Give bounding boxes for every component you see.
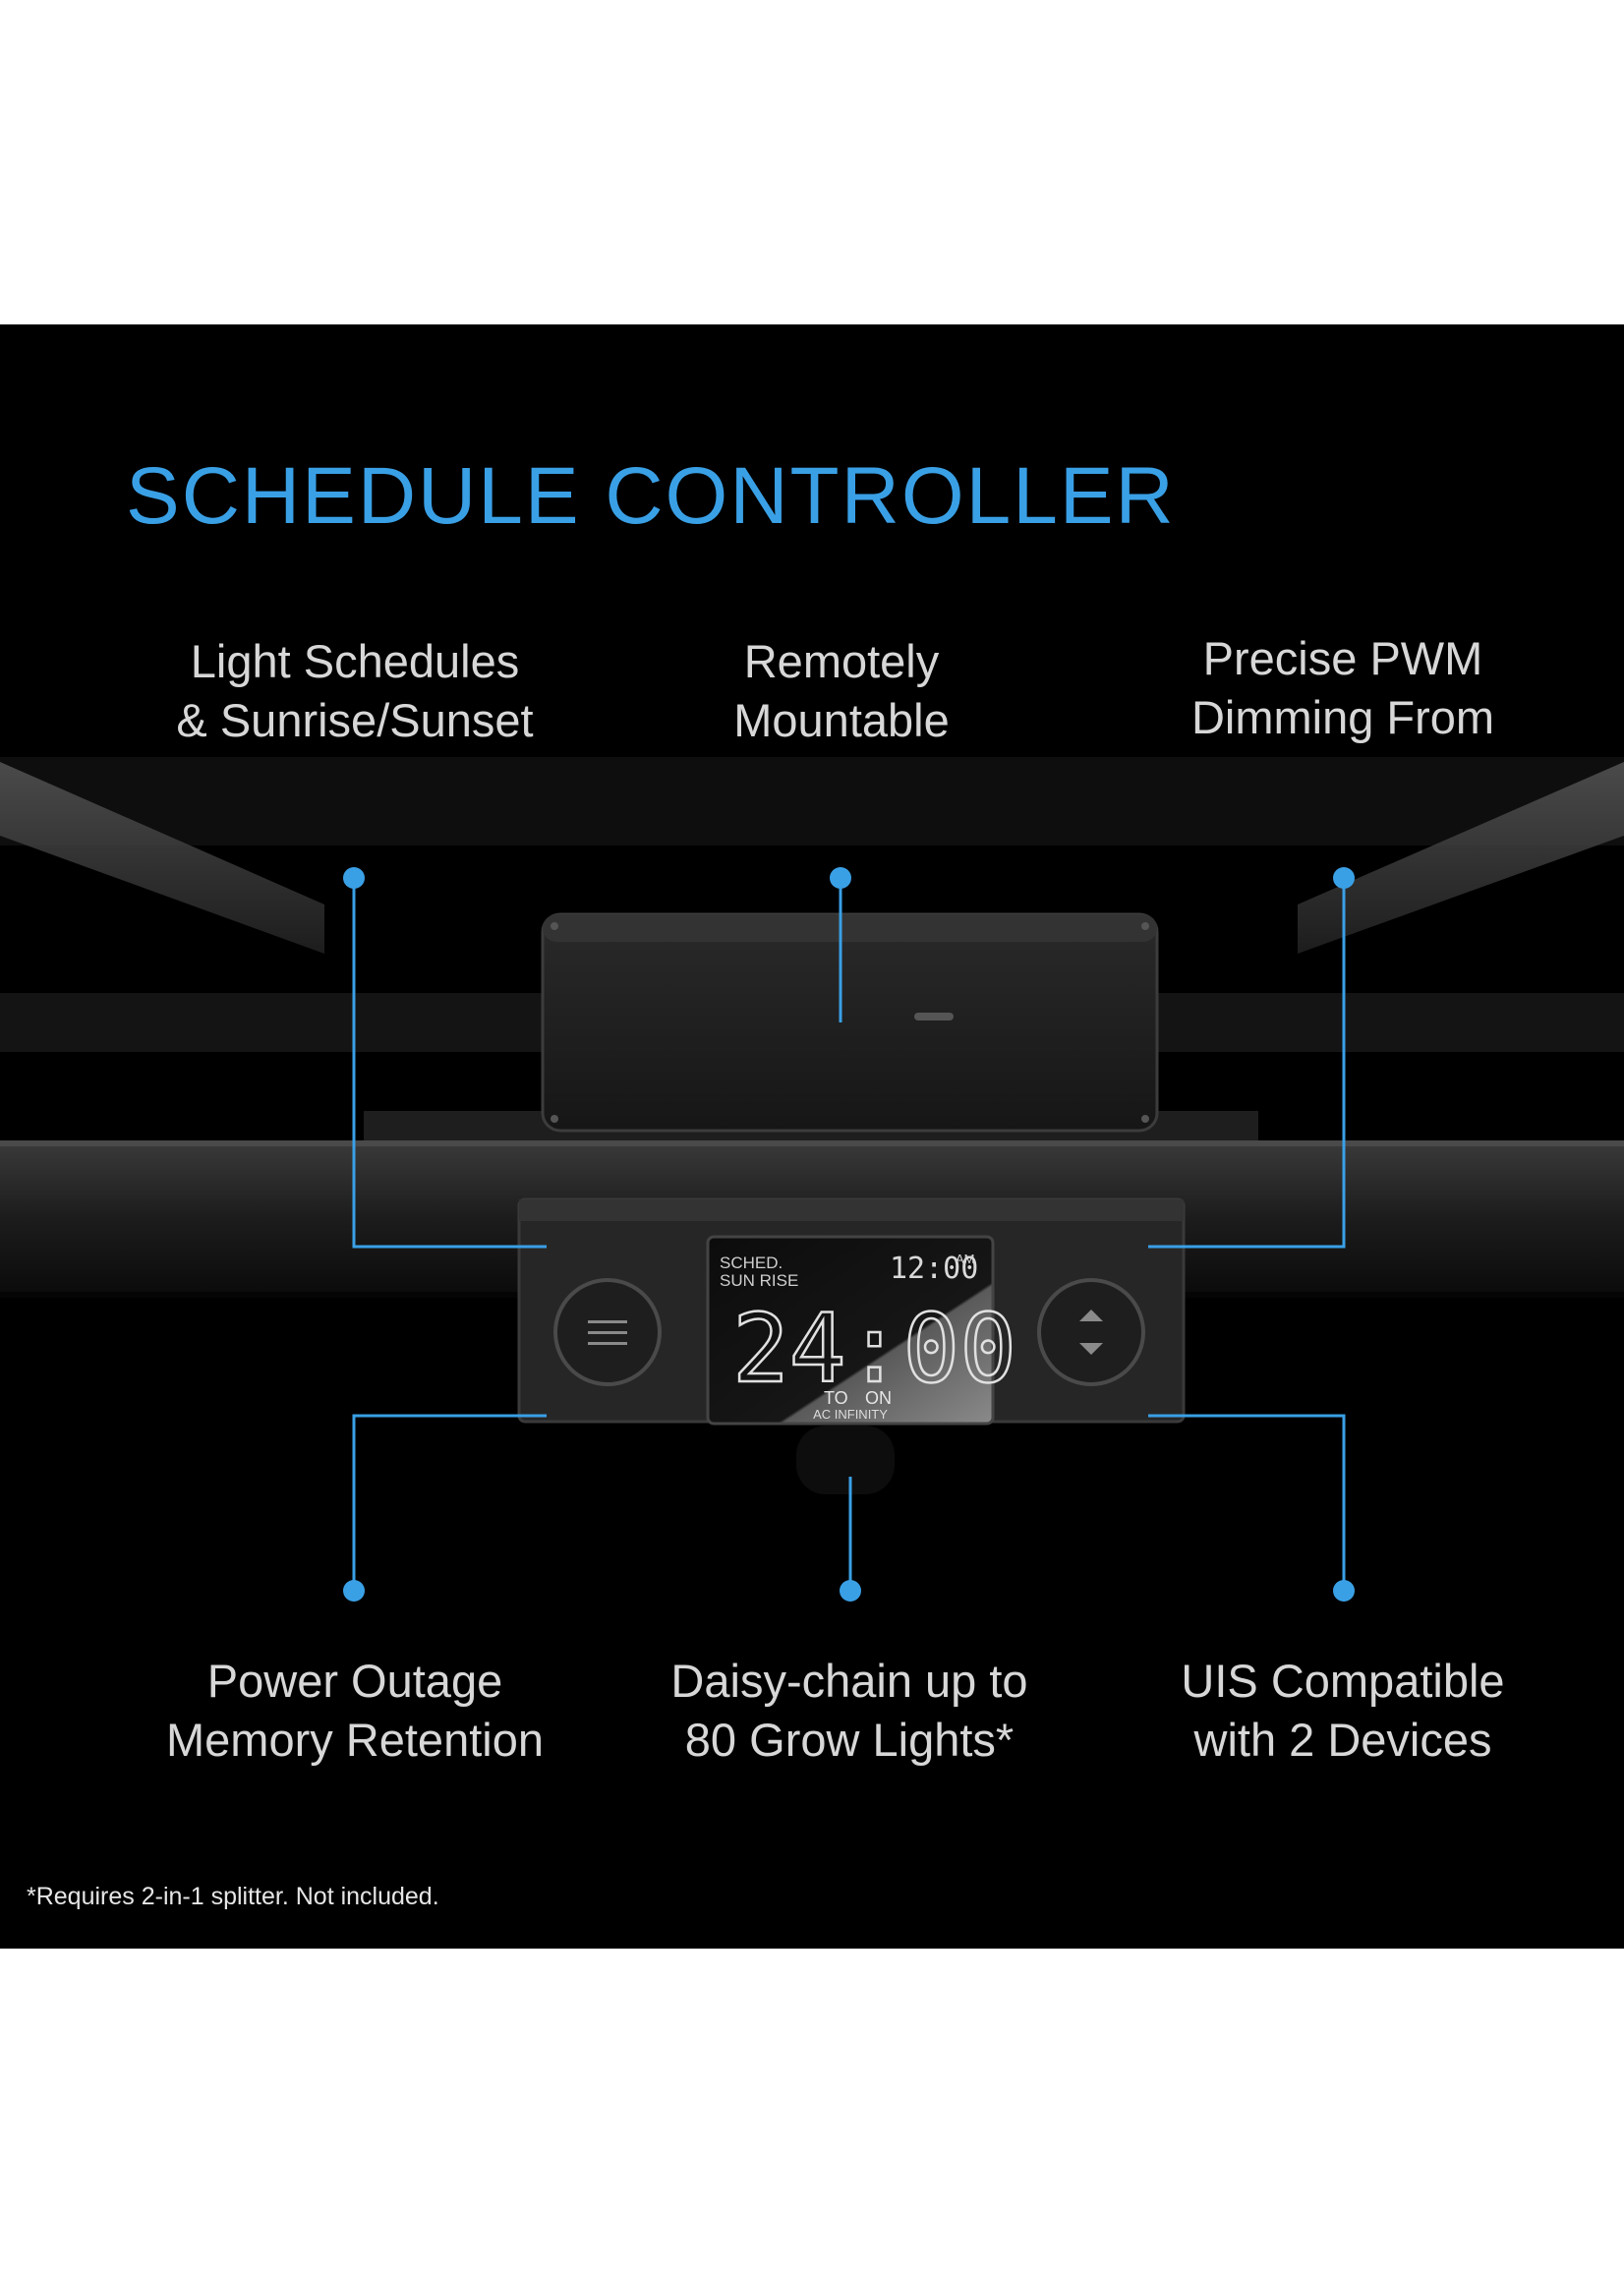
- lcd-mode-line1: SCHED.: [720, 1254, 783, 1272]
- feature-daisy-chain: Daisy-chain up to 80 Grow Lights*: [670, 1655, 1028, 1766]
- callout-line-pwm-dimming: [1148, 880, 1346, 1249]
- lcd-meridiem: AM: [956, 1252, 975, 1266]
- callouts: [352, 880, 1346, 1591]
- callout-line-uis: [1148, 1414, 1346, 1591]
- callout-dot-uis: [1333, 1580, 1355, 1602]
- callout-dots: [343, 867, 1355, 1602]
- callout-line-light-schedules: [352, 880, 547, 1249]
- callout-dot-remote-driver: [830, 867, 851, 889]
- product-panel: SCHEDULE CONTROLLER Light Schedules & Su…: [0, 324, 1624, 1949]
- lcd-brand: AC INFINITY: [813, 1407, 888, 1422]
- lcd-display: SCHED. SUN RISE 12:00 AM 24:00 TO ON AC …: [706, 1235, 1017, 1426]
- callout-dot-light-schedules: [343, 867, 365, 889]
- feature-uis-compatible: UIS Compatible with 2 Devices: [1181, 1655, 1505, 1766]
- callout-line-power-outage: [352, 1414, 547, 1591]
- up-down-button[interactable]: [1037, 1278, 1145, 1386]
- menu-button[interactable]: [553, 1278, 662, 1386]
- arrow-up-icon: [1079, 1310, 1103, 1321]
- callout-dot-power-outage: [343, 1580, 365, 1602]
- lcd-status-on: ON: [865, 1388, 892, 1408]
- lcd-main-value: 24:00: [732, 1294, 1016, 1404]
- callout-dot-pwm-dimming: [1333, 867, 1355, 889]
- lcd-clock: 12:00: [890, 1252, 978, 1286]
- lcd-mode-line2: SUN RISE: [720, 1271, 798, 1290]
- driver-box: [541, 912, 1159, 1133]
- callout-dot-daisy-chain: [840, 1580, 861, 1602]
- arrow-down-icon: [1079, 1343, 1103, 1355]
- grow-light-controller-illustration: SCHED. SUN RISE 12:00 AM 24:00 TO ON AC …: [0, 757, 1624, 1602]
- menu-icon: [588, 1320, 627, 1345]
- lcd-status-to: TO: [824, 1388, 848, 1408]
- footnote: *Requires 2-in-1 splitter. Not included.: [27, 1883, 439, 1910]
- page-title: SCHEDULE CONTROLLER: [126, 451, 1176, 541]
- feature-power-outage: Power Outage Memory Retention: [166, 1655, 544, 1766]
